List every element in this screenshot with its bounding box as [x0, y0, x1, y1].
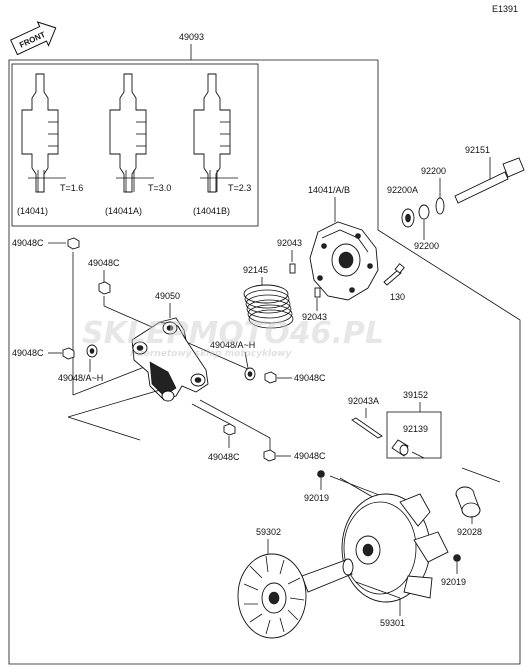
label-130: 130 — [390, 292, 405, 302]
pin-92043A — [351, 417, 383, 439]
label-49048C-a: 49048C — [12, 238, 44, 248]
label-49048C-c: 49048C — [12, 348, 44, 358]
sheave-59301 — [341, 493, 449, 603]
label-49048C-b: 49048C — [88, 258, 120, 268]
watermark-brand: SKLEPMOTO46.PL — [82, 316, 384, 351]
label-49093: 49093 — [179, 32, 204, 42]
bushing-92028 — [455, 486, 481, 518]
washer-92200-b — [418, 204, 430, 220]
main-frame — [8, 59, 521, 665]
shim-3-thickness: T=2.3 — [228, 183, 251, 193]
label-49048AH-a: 49048/A~H — [58, 373, 103, 383]
label-92200-top: 92200 — [421, 166, 446, 176]
screw-130 — [383, 263, 405, 286]
label-92145: 92145 — [243, 265, 268, 275]
roller-39152 — [391, 439, 425, 459]
label-49048C-e: 49048C — [208, 452, 240, 462]
spring-92145 — [243, 284, 294, 329]
label-92028: 92028 — [457, 527, 482, 537]
label-92151: 92151 — [465, 145, 490, 155]
label-92200A: 92200A — [387, 185, 418, 195]
pin-92043-lower — [314, 287, 321, 298]
nut-49048C-d — [264, 371, 277, 384]
shim-drawing-2 — [109, 73, 154, 193]
nut-49048C-e — [223, 423, 236, 436]
watermark: SKLEPMOTO46.PL internetowy sklep motocyk… — [82, 316, 384, 359]
shim-3-part: (14041B) — [193, 206, 230, 216]
box-39152 — [386, 411, 442, 459]
bolt-92151 — [454, 157, 525, 204]
pin-92043-upper — [289, 263, 296, 274]
shim-drawing-3 — [193, 73, 238, 193]
arm-49050 — [131, 317, 209, 402]
shim-drawing-1 — [21, 73, 66, 193]
label-92139: 92139 — [403, 424, 428, 434]
label-92019-a: 92019 — [304, 493, 329, 503]
label-92043-lower: 92043 — [302, 312, 327, 322]
nut-49048C-a — [67, 237, 80, 250]
front-arrow-icon: FRONT — [10, 21, 57, 56]
spider-14041 — [309, 221, 379, 301]
watermark-tagline: internetowy sklep motocyklowy — [130, 349, 293, 359]
label-14041AB: 14041/A/B — [308, 185, 350, 195]
label-39152: 39152 — [403, 390, 428, 400]
nut-49048C-b — [98, 281, 111, 295]
label-92019-b: 92019 — [441, 577, 466, 587]
label-59301: 59301 — [380, 618, 405, 628]
bushing-92019-b — [453, 554, 461, 562]
washer-92200 — [435, 197, 445, 215]
label-49048C-f: 49048C — [294, 451, 326, 461]
shim-2-thickness: T=3.0 — [148, 183, 171, 193]
bushing-92019-a — [317, 470, 325, 478]
shim-1-part: (14041) — [17, 206, 48, 216]
label-92200-bottom: 92200 — [414, 241, 439, 251]
nut-49048C-c — [62, 347, 75, 360]
shim-inset-box — [11, 63, 259, 227]
label-49048C-d: 49048C — [294, 373, 326, 383]
label-92043A: 92043A — [348, 396, 379, 406]
shim-2-part: (14041A) — [105, 206, 142, 216]
label-59302: 59302 — [256, 527, 281, 537]
nut-49048C-f — [263, 449, 276, 462]
label-49048AH-b: 49048/A~H — [210, 340, 255, 350]
label-92043-upper: 92043 — [277, 238, 302, 248]
sheave-59302 — [237, 553, 354, 639]
drawing-code: E1391 — [492, 4, 518, 14]
label-49050: 49050 — [155, 291, 180, 301]
shim-1-thickness: T=1.6 — [60, 183, 83, 193]
